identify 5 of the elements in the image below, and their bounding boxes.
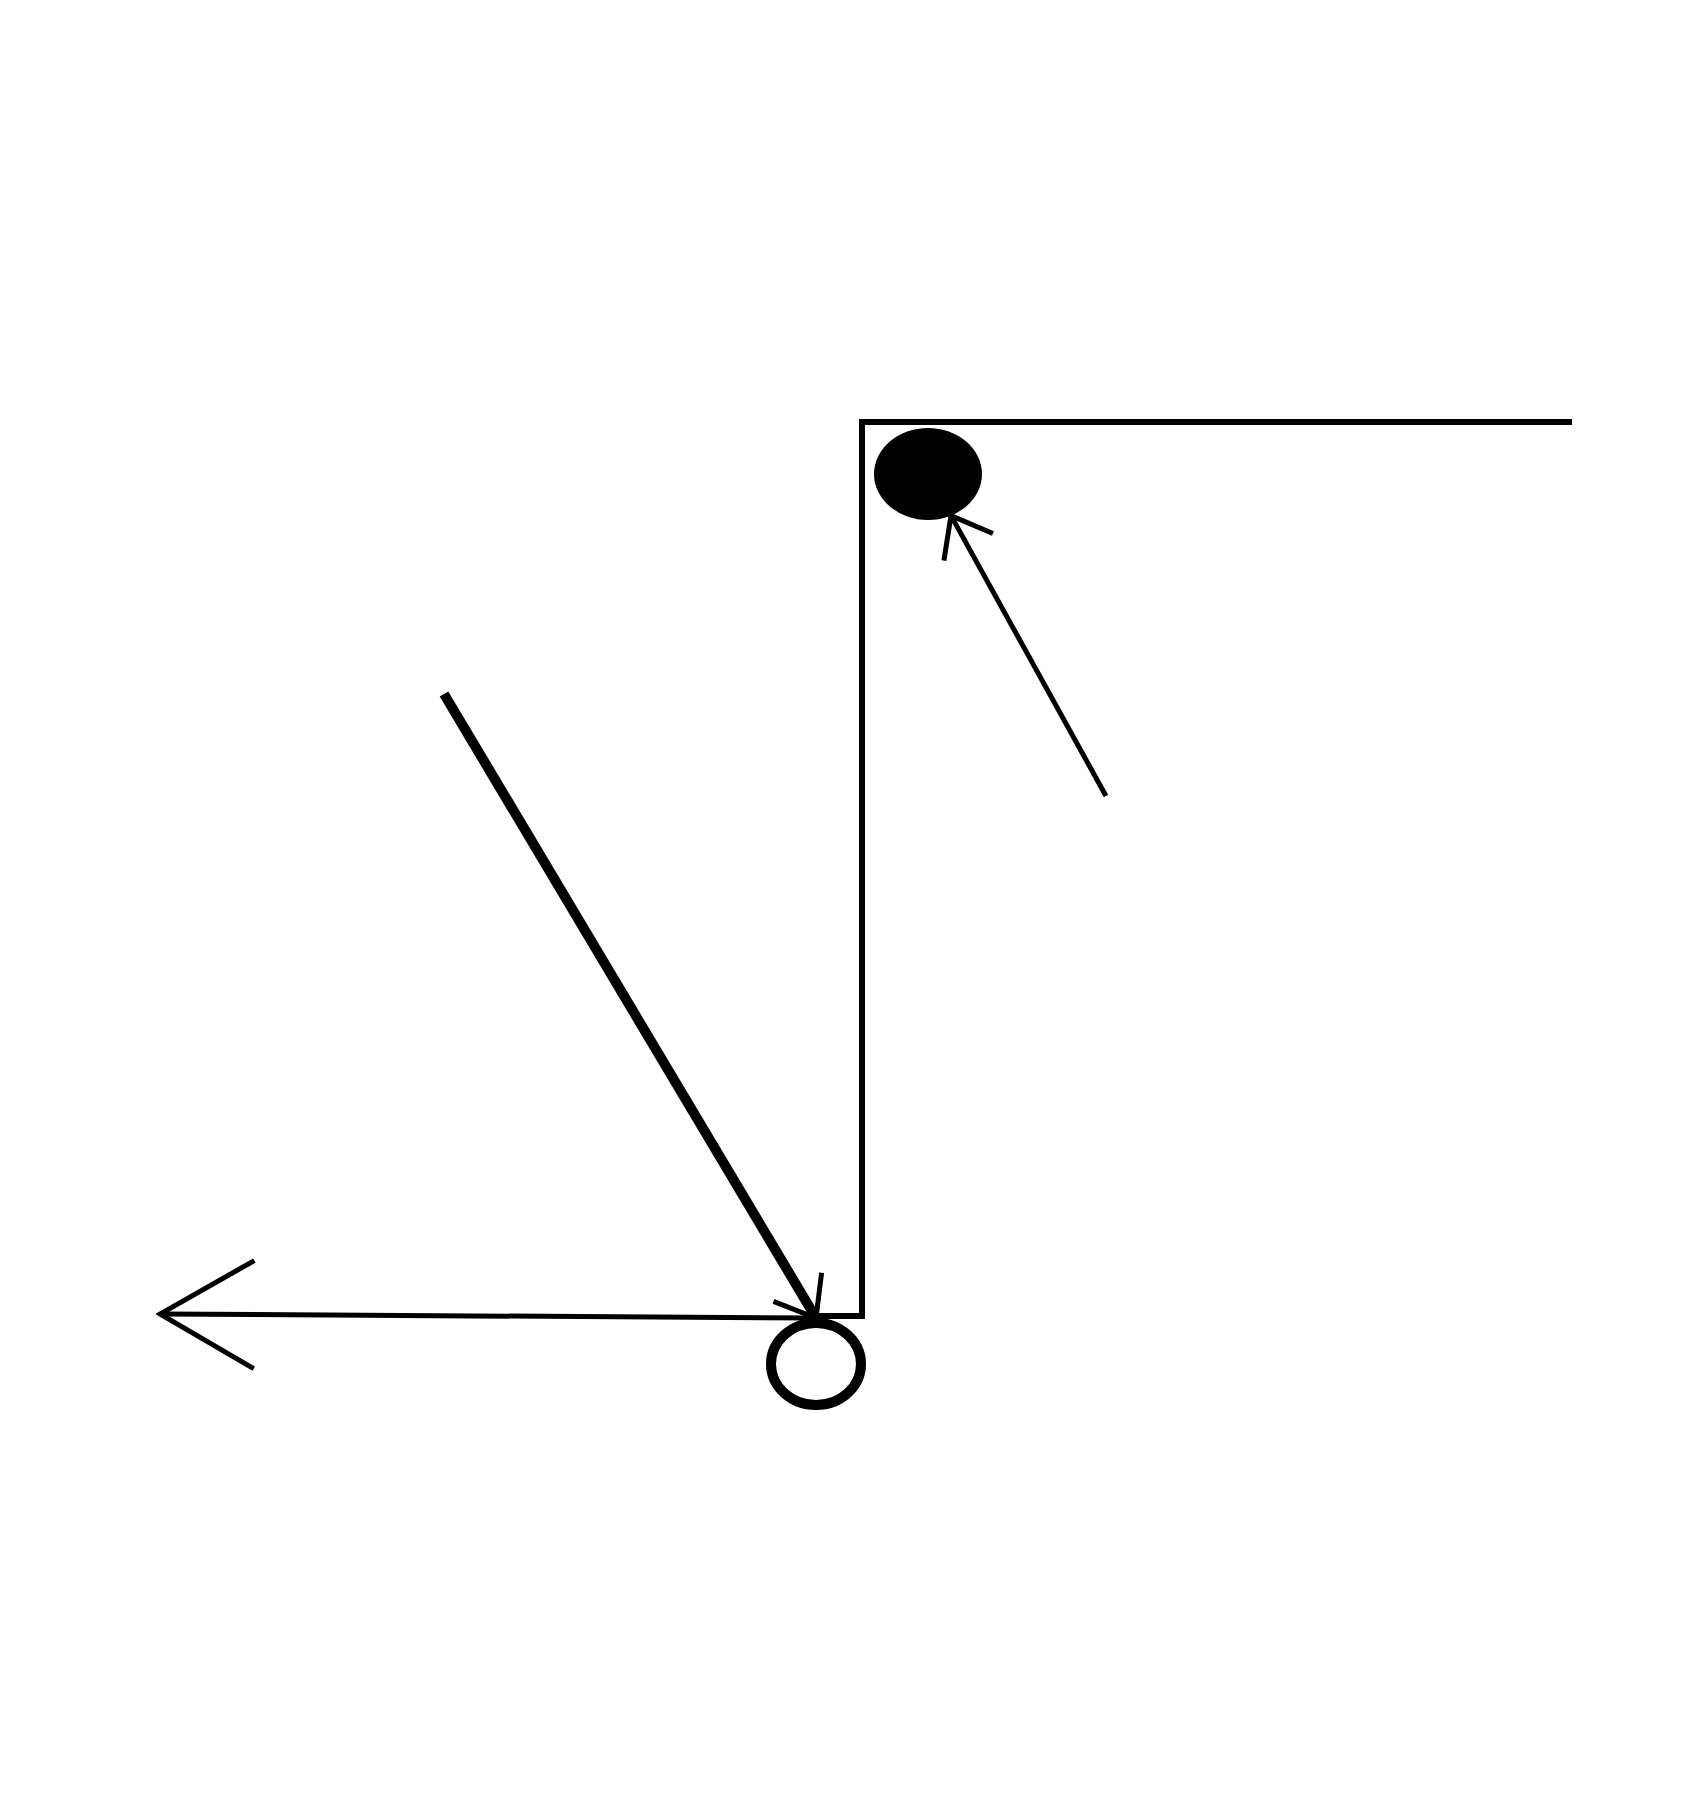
arrow	[439, 691, 825, 1321]
filled-ball	[874, 428, 982, 520]
open-ring	[766, 1318, 866, 1410]
arrow	[941, 513, 1109, 798]
arrow	[157, 1258, 816, 1372]
